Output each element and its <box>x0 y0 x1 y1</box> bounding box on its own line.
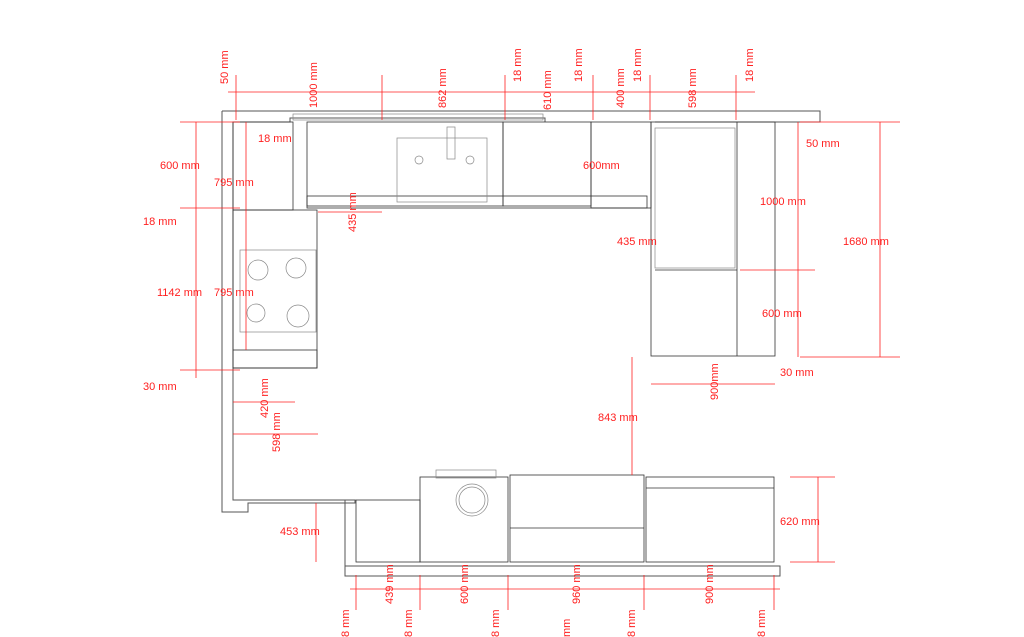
dim-label: 435 mm <box>617 236 657 248</box>
dim-label: 1000 mm <box>760 196 806 208</box>
top-dimension-labels: 50 mm 1000 mm 862 mm 18 mm 610 mm 18 mm … <box>219 48 756 110</box>
dim-label: 8 mm <box>626 610 638 637</box>
dim-label: 18 mm <box>143 216 177 228</box>
right-dimension-labels: 600mm 435 mm 1000 mm 50 mm 1680 mm 600 m… <box>583 138 889 528</box>
dim-label: 8 mm <box>490 610 502 637</box>
bottom-cabinets <box>355 469 775 563</box>
dim-label: 8 mm <box>403 610 415 637</box>
dim-label: 900mm <box>709 363 721 400</box>
dim-label: 400 mm <box>615 68 627 108</box>
dim-label: 18 mm <box>573 48 585 82</box>
dim-label: 620 mm <box>780 516 820 528</box>
dim-label: 600 mm <box>459 564 471 604</box>
dim-label: 843 mm <box>598 412 638 424</box>
dim-label: 610 mm <box>542 70 554 110</box>
walls <box>221 110 821 577</box>
dim-label: 50 mm <box>219 50 231 84</box>
dimension-lines <box>180 75 900 610</box>
dim-label: 30 mm <box>780 367 814 379</box>
dim-label: 862 mm <box>437 68 449 108</box>
dim-label: 18 mm <box>632 48 644 82</box>
bottom-dimension-labels: 439 mm 600 mm 960 mm 900 mm 8 mm 8 mm 8 … <box>340 564 768 637</box>
dim-label: 600 mm <box>160 160 200 172</box>
right-cabinets <box>650 121 776 357</box>
dim-label: 50 mm <box>806 138 840 150</box>
dim-label: mm <box>561 619 573 637</box>
dim-label: 30 mm <box>143 381 177 393</box>
dim-label: 1142 mm <box>157 287 202 299</box>
dim-label: 1680 mm <box>843 236 889 248</box>
dim-label: 900 mm <box>704 564 716 604</box>
dim-label: 18 mm <box>258 133 292 145</box>
dim-label: 600mm <box>583 160 620 172</box>
dim-label: 18 mm <box>744 48 756 82</box>
sink <box>396 137 488 203</box>
dim-label: 420 mm <box>259 378 271 418</box>
dim-label: 598 mm <box>687 68 699 108</box>
dim-label: 435 mm <box>347 192 359 232</box>
dim-label: 18 mm <box>512 48 524 82</box>
dim-label: 600 mm <box>762 308 802 320</box>
dim-label: 453 mm <box>280 526 320 538</box>
dim-label: 598 mm <box>271 412 283 452</box>
dim-label: 439 mm <box>384 564 396 604</box>
dim-label: 960 mm <box>571 564 583 604</box>
hob <box>239 249 317 333</box>
dim-label: 8 mm <box>756 610 768 637</box>
left-cabinets <box>232 121 318 369</box>
dim-label: 795 mm <box>214 177 254 189</box>
dim-label: 795 mm <box>214 287 254 299</box>
faucet <box>446 126 456 160</box>
dim-label: 1000 mm <box>308 62 320 108</box>
left-dimension-labels: 18 mm 600 mm 795 mm 18 mm 1142 mm 795 mm… <box>143 133 359 538</box>
dim-label: 8 mm <box>340 610 352 637</box>
